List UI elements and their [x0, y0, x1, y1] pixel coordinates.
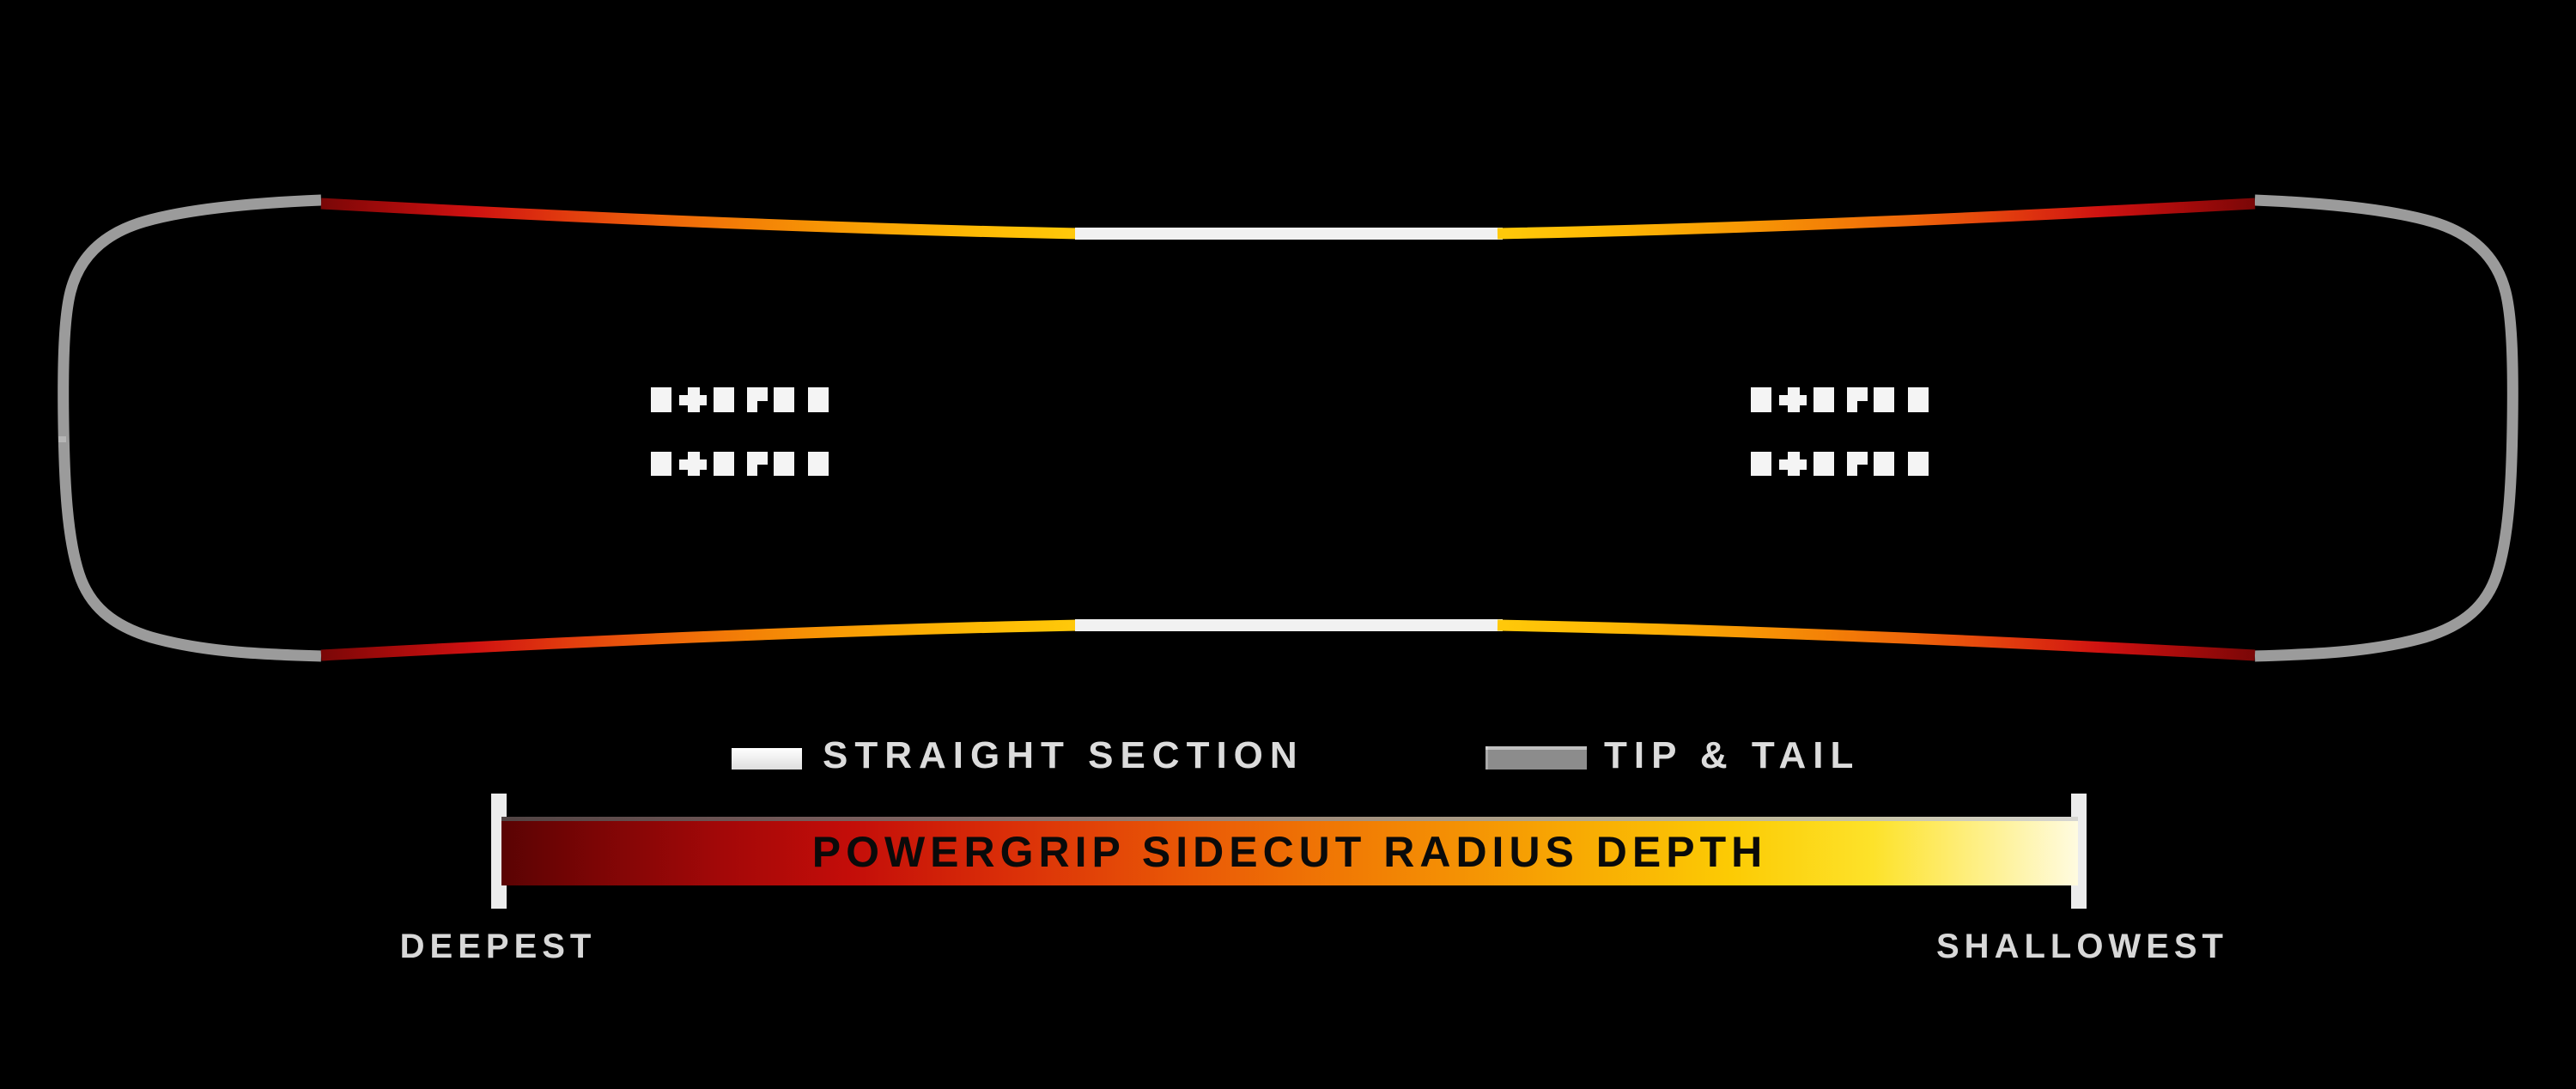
nose-edge-speck — [58, 436, 66, 442]
top-edge-sidecut-left — [320, 198, 1079, 240]
scale-bar-shine — [501, 817, 2078, 821]
straight-section-swatch — [732, 748, 802, 770]
binding-inserts-right — [1751, 387, 1929, 476]
powergrip-scale-bar: POWERGRIP SIDECUT RADIUS DEPTH — [501, 817, 2078, 885]
bottom-edge-sidecut-left — [320, 619, 1079, 661]
tip-tail-swatch — [1485, 746, 1587, 770]
board-tail-outline — [2254, 194, 2518, 662]
deepest-label: DEEPEST — [399, 928, 597, 965]
board-tip-outline — [58, 194, 322, 662]
shallowest-label: SHALLOWEST — [1936, 928, 2228, 965]
straight-section-label: STRAIGHT SECTION — [823, 734, 1304, 776]
top-edge-sidecut-right — [1497, 198, 2256, 240]
bottom-edge-sidecut-right — [1497, 619, 2256, 661]
binding-inserts-left — [651, 387, 829, 476]
scale-bar-title: POWERGRIP SIDECUT RADIUS DEPTH — [811, 828, 1768, 876]
tip-tail-label: TIP & TAIL — [1604, 734, 1861, 776]
